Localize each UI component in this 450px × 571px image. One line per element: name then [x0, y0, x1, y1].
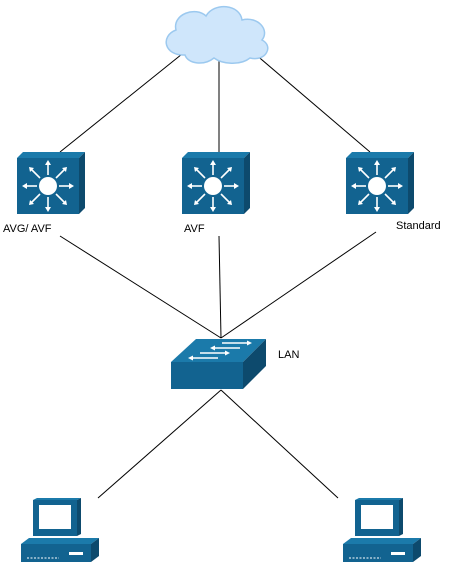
layer3-switch-icon [182, 152, 250, 214]
workstation-left[interactable] [20, 498, 99, 563]
workgroup-switch-icon [171, 339, 266, 389]
router-avg-avf[interactable]: AVG/ AVF [3, 152, 85, 235]
link-router-middle-to-lan-switch [218, 235, 222, 339]
link-lan-switch-to-pc-right [220, 389, 339, 499]
connection-lines [59, 41, 377, 499]
workstation-icon [342, 498, 421, 563]
lan-switch[interactable]: LAN [171, 339, 299, 389]
link-cloud-to-router-left [59, 41, 198, 153]
link-router-left-to-lan-switch [59, 235, 222, 339]
router-label: AVG/ AVF [3, 223, 52, 235]
link-lan-switch-to-pc-left [97, 389, 222, 499]
cloud-icon [165, 6, 269, 64]
layer3-switch-icon [346, 152, 414, 214]
router-label: AVF [184, 223, 205, 235]
link-router-right-to-lan-switch [220, 231, 377, 339]
workstation-icon [20, 498, 99, 563]
router-avf[interactable]: AVF [182, 152, 250, 235]
layer3-switch-icon [17, 152, 85, 214]
router-standard[interactable]: Standard [346, 152, 441, 232]
router-label: Standard [396, 220, 441, 232]
workstation-right[interactable] [342, 498, 421, 563]
link-cloud-to-router-right [240, 41, 371, 153]
switch-label: LAN [278, 349, 299, 361]
